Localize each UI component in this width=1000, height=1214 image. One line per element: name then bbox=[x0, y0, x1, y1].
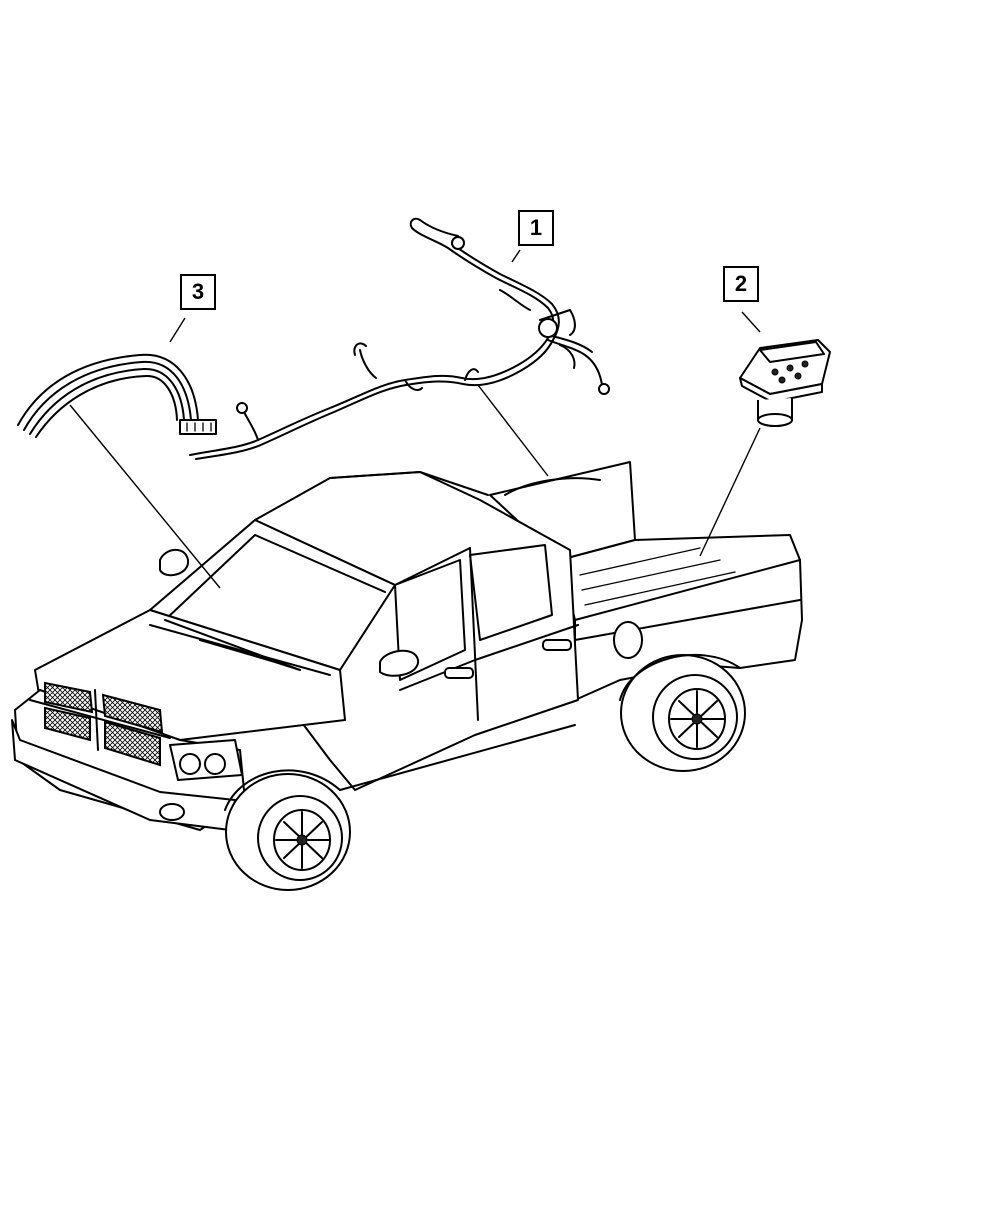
leader-line-1 bbox=[511, 249, 521, 263]
leader-line-1b bbox=[477, 384, 549, 477]
leader-line-3 bbox=[169, 317, 186, 343]
wiring-harness-part bbox=[189, 217, 610, 460]
callout-box-2[interactable]: 2 bbox=[723, 266, 759, 302]
callout-box-1[interactable]: 1 bbox=[518, 210, 554, 246]
leader-line-3b bbox=[69, 404, 221, 589]
trailer-connector-part bbox=[739, 339, 831, 427]
pickup-truck bbox=[11, 461, 803, 891]
jumper-connector bbox=[179, 419, 217, 435]
callout-box-3[interactable]: 3 bbox=[180, 274, 216, 310]
leader-line-2 bbox=[741, 311, 761, 333]
leader-line-2b bbox=[699, 427, 761, 557]
jumper-wiring-part bbox=[17, 353, 217, 438]
